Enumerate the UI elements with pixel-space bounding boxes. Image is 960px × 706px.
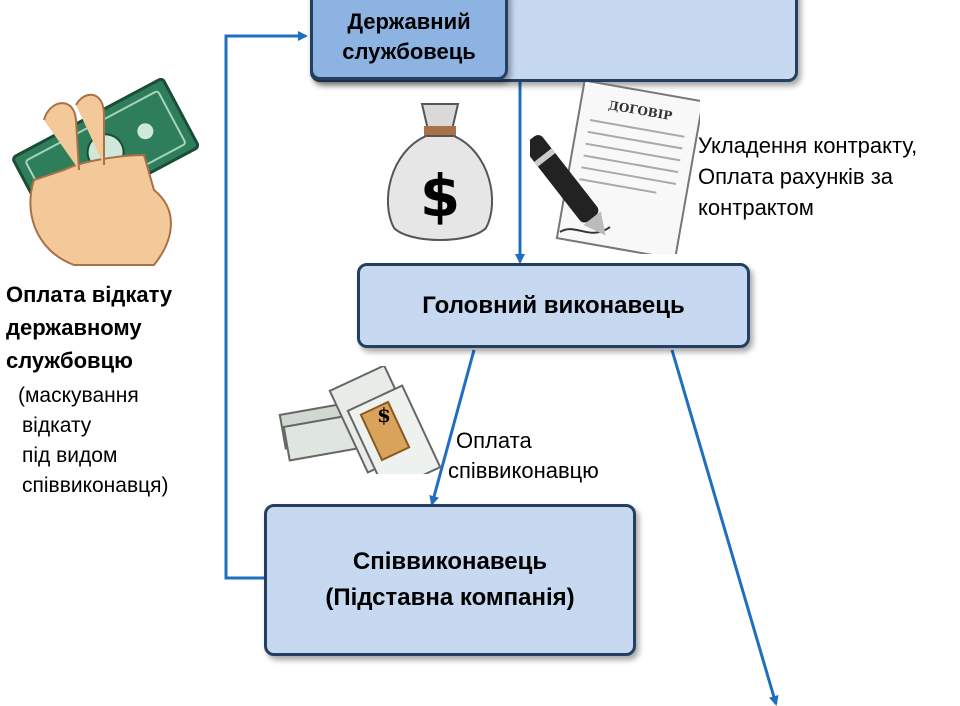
sub-payment-line-2: співвиконавцю (448, 458, 599, 483)
contractor-offpage-arrow (670, 349, 779, 706)
official-label: Державний службовець (342, 9, 476, 64)
svg-text:$: $ (377, 403, 391, 427)
subcontractor-label: Співвиконавець (352, 548, 548, 575)
kickback-caption: Оплата відкату державному службовцю (мас… (6, 278, 172, 501)
kickback-note-4: співвиконавця) (22, 474, 169, 497)
contractor-label: Головний виконавець (422, 291, 685, 319)
contract-caption-line-2: Оплата рахунків за (698, 164, 894, 189)
contract-caption-line-1: Укладення контракту, (698, 133, 918, 158)
official-box: Державний службовець (310, 0, 508, 80)
contractor-box: Головний виконавець (357, 263, 750, 348)
contract-caption: Укладення контракту, Оплата рахунків за … (698, 130, 917, 223)
contract-pen-icon: ДОГОВІР (530, 82, 700, 254)
subcontractor-box: Співвиконавець (Підставна компанія) (264, 504, 636, 656)
kickback-arrow (224, 31, 308, 580)
cash-stack-icon: $ (278, 366, 442, 474)
kickback-note-2: відкату (22, 414, 92, 437)
kickback-note-3: під видом (22, 444, 118, 467)
hand-money-icon (12, 77, 200, 266)
contract-caption-line-3: контрактом (698, 195, 814, 220)
kickback-line-1: Оплата відкату (6, 282, 173, 307)
sub-payment-caption: Оплата співвиконавцю (448, 426, 599, 486)
money-bag-icon: $ (386, 103, 494, 241)
svg-text:$: $ (420, 162, 460, 230)
sub-payment-line-1: Оплата (456, 428, 532, 453)
kickback-line-3: службовцю (6, 348, 133, 373)
subcontractor-sublabel: (Підставна компанія) (325, 584, 575, 611)
kickback-note-1: (маскування (18, 384, 139, 407)
contractor-to-sub-arrow (429, 349, 476, 506)
kickback-line-2: державному (6, 315, 142, 340)
